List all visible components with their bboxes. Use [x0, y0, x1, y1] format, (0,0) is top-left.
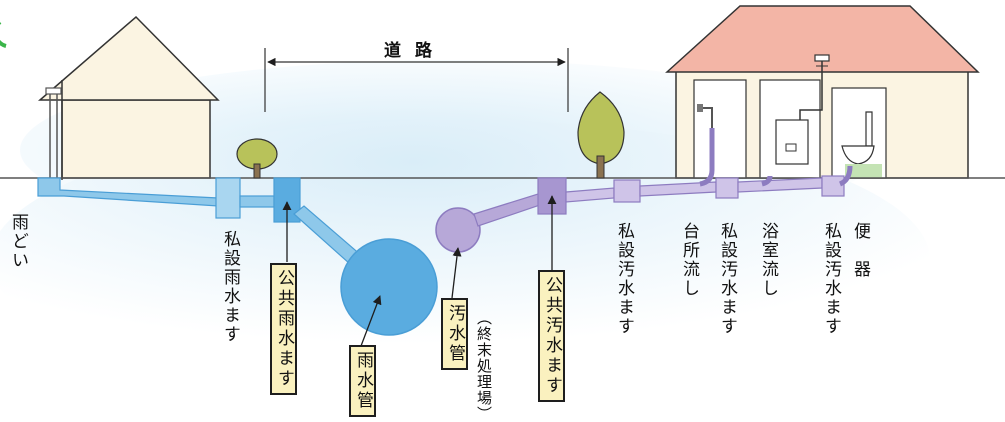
- road-label: 道路: [384, 41, 446, 61]
- rain-water-system: [37, 177, 438, 336]
- public-rain-basin-box: 公共雨水ます: [270, 263, 297, 395]
- tree-left: [236, 138, 278, 179]
- leader-lines: [282, 195, 557, 347]
- private-sewage-basin-1-label: 私設汚水ます: [614, 222, 634, 336]
- left-house: [37, 15, 220, 180]
- private-sewage-basin-2-label: 私設汚水ます: [717, 222, 737, 336]
- terminal-plant-label: （終末処理場）: [475, 310, 493, 422]
- bathroom-drain-label: 浴室流し: [758, 222, 778, 298]
- sewage-pipe-box: 汚水管: [441, 298, 468, 370]
- right-house: [665, 5, 980, 179]
- downspout-label: 雨どい: [8, 213, 28, 270]
- public-sewage-basin-box: 公共汚水ます: [538, 270, 565, 402]
- kitchen-drain-label: 台所流し: [679, 222, 699, 298]
- private-rain-basin-label: 私設雨水ます: [220, 230, 240, 344]
- private-sewage-basin-3-label: 私設汚水ます: [821, 222, 841, 336]
- rain-pipe-box: 雨水管: [349, 345, 376, 417]
- tree-right: [577, 91, 625, 179]
- toilet-label: 便 器: [850, 222, 870, 279]
- downspout: [45, 87, 62, 178]
- road-extent-marker: [264, 48, 569, 112]
